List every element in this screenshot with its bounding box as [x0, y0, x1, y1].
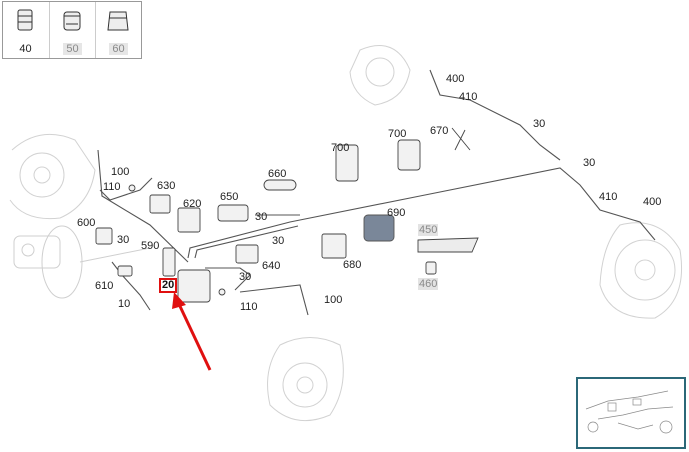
callout-450[interactable]: 450: [418, 224, 439, 236]
callout-400[interactable]: 400: [643, 196, 662, 208]
callout-630[interactable]: 630: [157, 180, 176, 192]
callout-30[interactable]: 30: [583, 157, 596, 169]
callout-610[interactable]: 610: [95, 280, 114, 292]
pointer-arrow: [172, 292, 212, 371]
callout-690[interactable]: 690: [387, 207, 406, 219]
legend-box: 40 50 60: [2, 1, 142, 59]
callout-110[interactable]: 110: [103, 181, 121, 193]
callout-590[interactable]: 590: [141, 240, 160, 252]
callout-600[interactable]: 600: [77, 217, 96, 229]
ghost-brake-disc-right: [599, 222, 683, 319]
legend-label: 40: [19, 43, 32, 55]
ghost-brake-disc-bottom: [267, 337, 344, 422]
callout-650[interactable]: 650: [220, 191, 239, 203]
callout-670[interactable]: 670: [430, 125, 449, 137]
callout-640[interactable]: 640: [262, 260, 281, 272]
callout-30[interactable]: 30: [255, 211, 268, 223]
callout-620[interactable]: 620: [183, 198, 202, 210]
legend-item-60[interactable]: 60: [95, 2, 141, 58]
legend-label: 50: [63, 43, 82, 55]
callout-680[interactable]: 680: [343, 259, 362, 271]
callout-660[interactable]: 660: [268, 168, 287, 180]
ghost-brake-disc-front-left: [9, 133, 96, 220]
nut-icon: [17, 9, 33, 31]
component-sketches: [95, 127, 479, 303]
callout-30[interactable]: 30: [117, 234, 130, 246]
brake-lines: [97, 69, 656, 316]
legend-item-40[interactable]: 40: [3, 2, 48, 58]
legend-label: 60: [109, 43, 128, 55]
overview-minimap[interactable]: [576, 377, 686, 449]
callout-700[interactable]: 700: [388, 128, 407, 140]
legend-item-50[interactable]: 50: [49, 2, 95, 58]
callout-100[interactable]: 100: [111, 166, 130, 178]
sleeve-icon: [107, 11, 129, 31]
fitting-icon: [63, 11, 81, 31]
callout-30[interactable]: 30: [533, 118, 546, 130]
callout-100[interactable]: 100: [324, 294, 343, 306]
callout-700[interactable]: 700: [331, 142, 350, 154]
callout-20-highlighted[interactable]: 20: [159, 278, 178, 293]
ghost-brake-disc-rear-right: [349, 45, 411, 106]
callout-410[interactable]: 410: [599, 191, 618, 203]
callout-30[interactable]: 30: [239, 271, 252, 283]
callout-400[interactable]: 400: [446, 73, 465, 85]
brake-booster-ghost: [13, 225, 151, 299]
callout-30[interactable]: 30: [272, 235, 285, 247]
callout-110[interactable]: 110: [240, 301, 258, 313]
minimap-thumbnail: [585, 390, 674, 434]
callout-10[interactable]: 10: [118, 298, 131, 310]
callout-410[interactable]: 410: [459, 91, 478, 103]
callout-460[interactable]: 460: [418, 278, 439, 290]
